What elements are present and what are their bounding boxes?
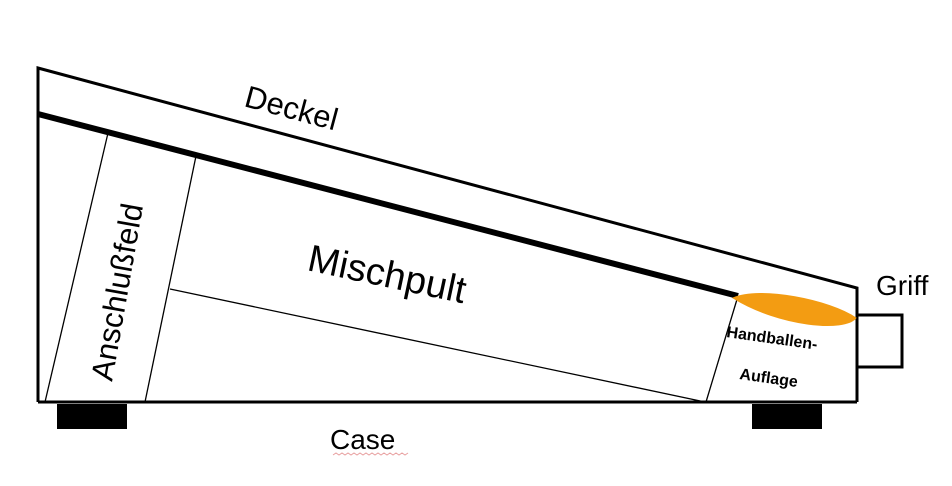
palm-rest-label-line1: Handballen- <box>725 324 818 354</box>
case-label: Case <box>330 424 395 455</box>
lid-label: Deckel <box>241 79 342 137</box>
connection-field-left-edge <box>44 132 109 403</box>
lid-separator <box>37 111 739 299</box>
case-spellcheck-underline <box>332 452 409 456</box>
left-foot <box>57 404 127 429</box>
case-outline <box>36 66 859 402</box>
mixer-label: Mischpult <box>304 238 470 313</box>
mixer-panel-lower-edge <box>169 288 706 403</box>
right-foot <box>752 404 822 429</box>
palm-rest-shape <box>731 293 857 326</box>
connection-field-right-edge <box>144 155 197 403</box>
palm-rest-front-edge <box>705 295 739 403</box>
handle-label: Griff <box>876 270 929 301</box>
handle-box <box>857 313 904 369</box>
connection-field-label: Anschlußfeld <box>84 201 150 384</box>
palm-rest-label-line2: Auflage <box>738 366 799 391</box>
